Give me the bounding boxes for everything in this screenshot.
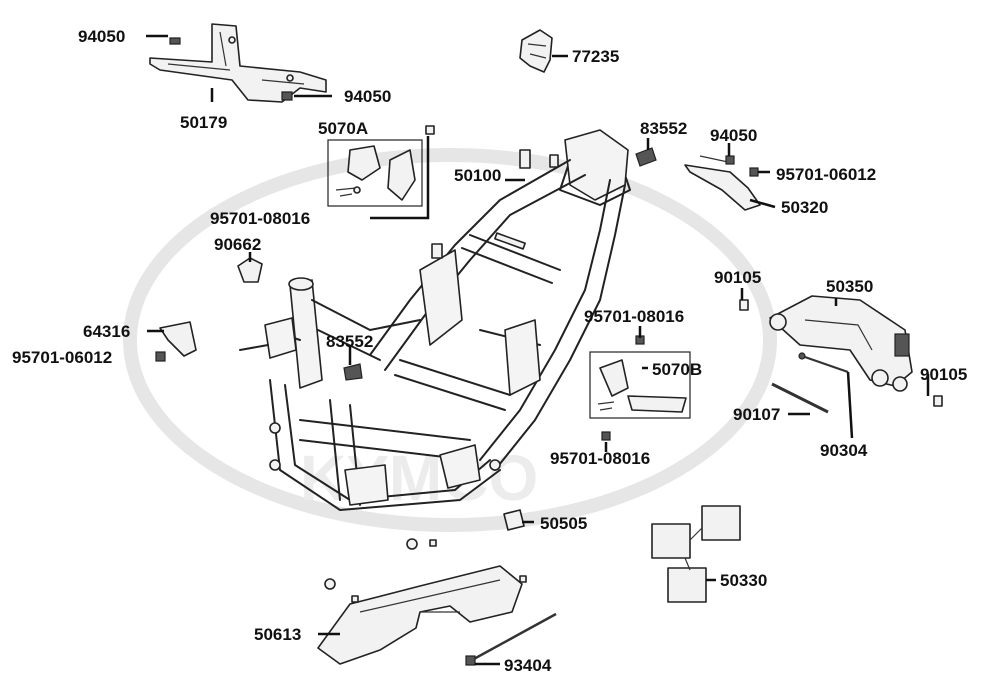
- label-90107: 90107: [733, 405, 780, 424]
- main-frame-part: [239, 129, 631, 511]
- small-bracket-part: [155, 321, 197, 362]
- long-bolt-part: [465, 612, 557, 666]
- label-83552-mid: 83552: [326, 332, 373, 351]
- side-bracket-part: [684, 155, 761, 211]
- label-95701-06012-left: 95701-06012: [12, 348, 112, 367]
- label-93404: 93404: [504, 656, 552, 675]
- label-94050-side: 94050: [710, 126, 757, 145]
- label-90304: 90304: [820, 441, 868, 460]
- under-cover-part: [317, 538, 527, 665]
- label-90662: 90662: [214, 235, 261, 254]
- label-50613: 50613: [254, 625, 301, 644]
- footrest-bracket-b-group: [589, 335, 691, 441]
- label-50320: 50320: [781, 198, 828, 217]
- label-50100: 50100: [454, 166, 501, 185]
- label-64316: 64316: [83, 322, 130, 341]
- label-77235: 77235: [572, 47, 619, 66]
- label-94050-carrier: 94050: [344, 87, 391, 106]
- label-94050-top: 94050: [78, 27, 125, 46]
- label-90105-right: 90105: [920, 365, 967, 384]
- label-90105-top: 90105: [714, 268, 761, 287]
- shaft-and-bolt-parts: [771, 352, 849, 414]
- engine-hanger-part: [739, 295, 943, 407]
- rear-carrier-bracket-part: [149, 23, 327, 103]
- label-95701-08016-c: 95701-08016: [550, 449, 650, 468]
- label-50350: 50350: [826, 277, 873, 296]
- part-labels: 94050 50179 94050 77235 5070A 95701-0801…: [12, 27, 967, 675]
- label-95701-08016-a: 95701-08016: [210, 209, 310, 228]
- label-83552-top: 83552: [640, 119, 687, 138]
- damper-part: [503, 509, 525, 531]
- label-5070B: 5070B: [652, 360, 702, 379]
- label-5070A: 5070A: [318, 119, 368, 138]
- label-50179: 50179: [180, 113, 227, 132]
- pad-set-part: [651, 505, 741, 603]
- clamp-part: [237, 257, 263, 283]
- label-50505: 50505: [540, 514, 587, 533]
- label-95701-06012-right: 95701-06012: [776, 165, 876, 184]
- rubber-pad-parts: [343, 147, 657, 381]
- label-95701-08016-b: 95701-08016: [584, 307, 684, 326]
- hook-part: [519, 29, 553, 73]
- footrest-bracket-a-group: [327, 125, 435, 207]
- leader-lines: [146, 34, 930, 666]
- label-50330: 50330: [720, 571, 767, 590]
